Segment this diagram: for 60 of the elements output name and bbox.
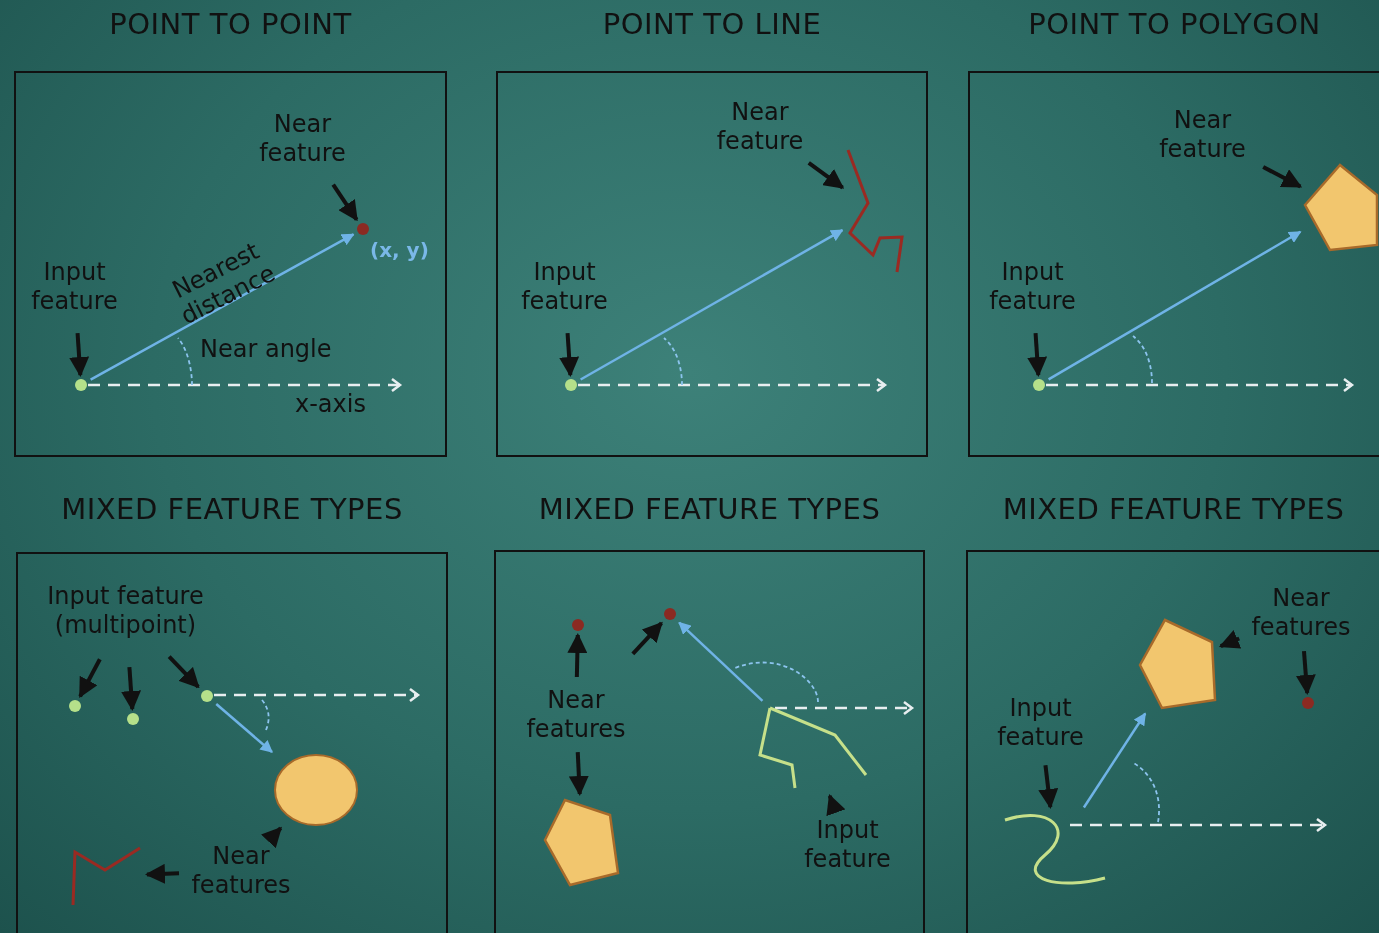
point-marker xyxy=(1301,696,1315,710)
polygon-feature xyxy=(1303,162,1379,254)
point-marker xyxy=(663,607,677,621)
feature-label: Input feature xyxy=(988,692,1093,754)
polygon-feature xyxy=(543,797,621,888)
feature-label: Near feature xyxy=(1150,104,1255,166)
pointer-arrow xyxy=(69,332,90,377)
pointer-arrow xyxy=(1262,165,1303,189)
point-marker xyxy=(200,689,214,703)
distance-arrow xyxy=(580,229,844,381)
panel-heading: MIXED FEATURE TYPES xyxy=(60,492,404,526)
circle-feature xyxy=(274,754,358,826)
pointer-arrow xyxy=(78,658,102,699)
panel-heading: POINT TO POINT xyxy=(108,7,353,41)
pointer-arrow xyxy=(807,161,845,190)
pointer-arrow xyxy=(167,655,200,689)
polygon-feature xyxy=(1137,617,1218,711)
distance-arrow xyxy=(90,233,355,381)
point-marker xyxy=(126,712,140,726)
distance-arrow xyxy=(678,621,764,702)
distance-arrow xyxy=(1082,712,1147,809)
pointer-arrow xyxy=(121,666,142,711)
feature-label: Input feature xyxy=(795,814,900,876)
pointer-arrow xyxy=(568,751,589,796)
feature-label: Near feature xyxy=(705,96,815,158)
feature-label: Near features xyxy=(182,840,300,902)
feature-label: Input feature xyxy=(512,256,617,318)
feature-label: Near feature xyxy=(250,108,355,170)
point-marker xyxy=(74,378,88,392)
feature-label: Near features xyxy=(516,684,636,746)
line-feature xyxy=(845,148,905,275)
panel-heading: MIXED FEATURE TYPES xyxy=(1001,492,1346,526)
pointer-arrow xyxy=(559,332,580,377)
angle-label: Near angle xyxy=(200,335,332,363)
pointer-arrow xyxy=(631,621,663,656)
feature-label: Input feature xyxy=(980,256,1085,318)
point-marker xyxy=(1032,378,1046,392)
axis-label: x-axis xyxy=(295,390,366,418)
coordinate-label: (x, y) xyxy=(370,238,429,262)
feature-label: Near features xyxy=(1242,582,1360,644)
point-marker xyxy=(564,378,578,392)
pointer-arrow xyxy=(826,793,846,817)
distance-arrow xyxy=(215,703,273,753)
point-marker xyxy=(571,618,585,632)
pointer-arrow xyxy=(567,633,588,678)
panel-heading: POINT TO LINE xyxy=(601,7,823,41)
distance-arrow xyxy=(1047,230,1302,381)
pointer-arrow xyxy=(1038,765,1059,809)
pointer-arrow xyxy=(261,826,283,849)
pointer-arrow xyxy=(145,863,180,884)
panel-heading: MIXED FEATURE TYPES xyxy=(537,492,882,526)
feature-label: Input feature (multipoint) xyxy=(33,580,218,642)
point-marker xyxy=(68,699,82,713)
point-marker xyxy=(356,222,370,236)
feature-label: Input feature xyxy=(22,256,127,318)
pointer-arrow xyxy=(331,183,359,222)
pointer-arrow xyxy=(1295,651,1316,695)
panel-heading: POINT TO POLYGON xyxy=(1027,7,1322,41)
pointer-arrow xyxy=(1027,332,1048,377)
pointer-arrow xyxy=(1218,630,1242,649)
